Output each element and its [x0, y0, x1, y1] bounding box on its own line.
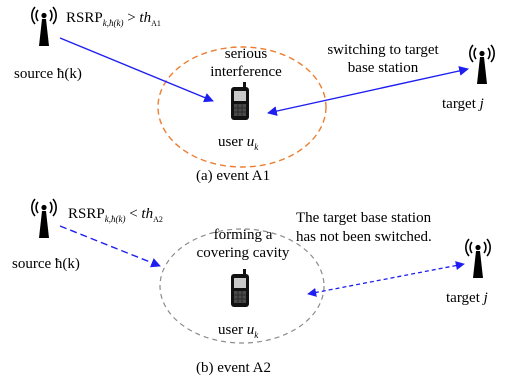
forming-label-b: forming a [213, 227, 273, 243]
threshold-label-b: th [141, 206, 154, 222]
user-var-b: u [246, 322, 255, 338]
target-var-b: j [483, 290, 488, 306]
rsrp-condition-b: RSRPk,ħ(k) < thA2 [68, 206, 163, 228]
threshold-label-a: th [139, 10, 152, 26]
user-word-b: user [218, 322, 243, 338]
rsrp-operator-a: > [127, 10, 136, 26]
caption-b: (b) event A2 [196, 360, 271, 376]
source-label-a: source ħ(k) [14, 66, 82, 82]
target-var-a: j [479, 96, 484, 112]
user-label-a: user uk [218, 134, 258, 156]
source-to-user-arrow-a [59, 37, 214, 103]
rsrp-label-b: RSRP [68, 206, 105, 222]
user-var-a: u [246, 134, 255, 150]
no-switch-arrow-b [307, 261, 465, 297]
rsrp-condition-a: RSRPk,ħ(k) > thA1 [66, 10, 161, 32]
user-sub-a: k [254, 142, 259, 152]
switching-arrow-a [267, 66, 469, 116]
threshold-subscript-a: A1 [151, 19, 161, 28]
caption-a: (a) event A1 [196, 168, 271, 184]
note-line1-b: The target base station [296, 210, 432, 226]
target-tower-icon-b [465, 238, 491, 279]
source-to-cavity-arrow-b [59, 225, 161, 268]
source-label-b: source ħ(k) [12, 256, 80, 272]
user-phone-icon-b [230, 268, 250, 308]
rsrp-subscript-a: k,ħ(k) [102, 18, 124, 28]
user-sub-b: k [254, 330, 259, 340]
user-phone-icon-a [230, 81, 250, 121]
threshold-subscript-b: A2 [153, 215, 163, 224]
note-line2-b: has not been switched. [296, 229, 432, 245]
rsrp-label-a: RSRP [66, 10, 103, 26]
target-label-a: target j [442, 96, 484, 113]
switching-label-line2-a: base station [347, 60, 419, 76]
user-word-a: user [218, 134, 243, 150]
target-tower-icon-a [469, 44, 495, 85]
interference-label-a: interference [210, 64, 282, 80]
source-tower-icon-b [31, 198, 57, 239]
target-label-b: target j [446, 290, 488, 307]
serious-label-a: serious [224, 46, 268, 62]
target-word-b: target [446, 290, 480, 306]
rsrp-operator-b: < [129, 206, 138, 222]
source-tower-icon-a [31, 6, 57, 47]
switching-label-line1-a: switching to target [327, 42, 439, 58]
user-label-b: user uk [218, 322, 258, 344]
target-word-a: target [442, 96, 476, 112]
rsrp-subscript-b: k,ħ(k) [104, 214, 126, 224]
cavity-label-b: covering cavity [196, 245, 290, 261]
